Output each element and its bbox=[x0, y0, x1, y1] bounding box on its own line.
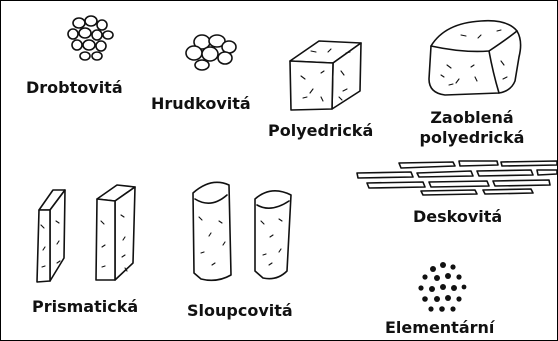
label-zaoblena-line1: Zaoblená bbox=[414, 108, 530, 128]
label-zaoblena-line2: polyedrická bbox=[414, 128, 530, 148]
platy-layers-icon bbox=[357, 161, 557, 195]
label-prismaticka: Prismatická bbox=[32, 297, 138, 317]
label-zaoblena: Zaoblená polyedrická bbox=[414, 108, 530, 148]
label-hrudkovita: Hrudkovitá bbox=[151, 94, 251, 114]
label-elementarni: Elementární bbox=[385, 318, 494, 338]
label-polyedricka: Polyedrická bbox=[268, 121, 373, 141]
single-grain-cluster-icon bbox=[418, 262, 466, 312]
label-sloupcovita: Sloupcovitá bbox=[187, 301, 293, 321]
label-drobtovita: Drobtovitá bbox=[26, 78, 123, 98]
crumb-granules-icon bbox=[68, 16, 113, 60]
label-deskovita: Deskovitá bbox=[413, 207, 502, 227]
prismatic-columns-icon bbox=[37, 185, 135, 282]
polyhedral-block-icon bbox=[290, 41, 361, 110]
lump-granules-icon bbox=[186, 35, 236, 70]
columnar-rounded-icon bbox=[193, 182, 291, 280]
rounded-polyhedral-block-icon bbox=[429, 21, 521, 95]
